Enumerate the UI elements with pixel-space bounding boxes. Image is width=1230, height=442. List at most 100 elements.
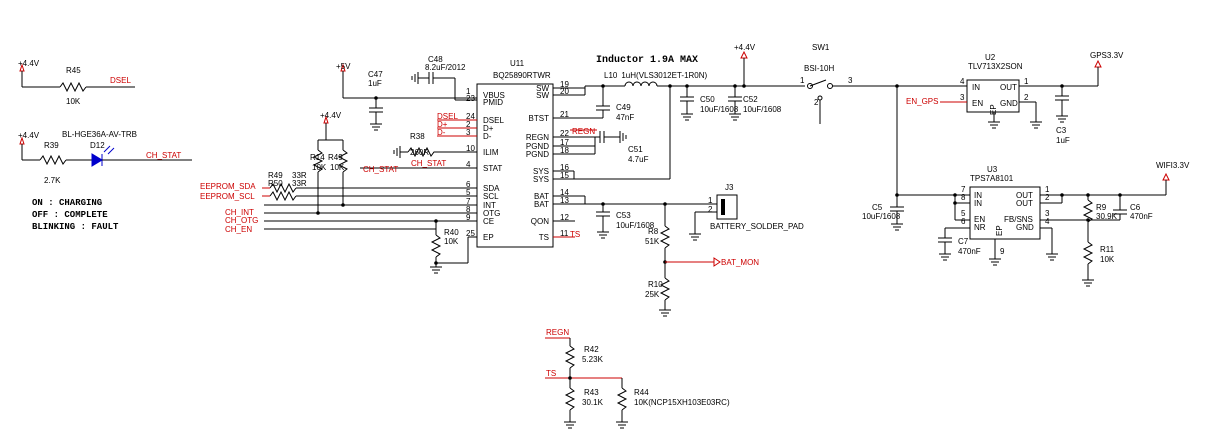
rail-gps-label: GPS3.3V: [1090, 51, 1124, 60]
net-eeprom-scl-label: EEPROM_SCL: [200, 192, 255, 201]
sw1-block: SW1 BSI-10H 1 3 2: [800, 43, 960, 124]
r38-ref: R38: [410, 132, 425, 141]
u3-pin-gnd: GND: [1016, 223, 1034, 232]
r50-value: 33R: [292, 179, 307, 188]
r45-ref: R45: [66, 66, 81, 75]
u11-pin-name: CE: [483, 217, 494, 226]
r11-ref: R11: [1100, 245, 1115, 254]
u2-ldo-ic: U2 TLV713X2SON IN EN OUT GND 4 3 1 2 EP …: [906, 53, 1098, 129]
battery-block: C53 10uF/1608 J3 BATTERY_SOLDER_PAD 1 2 …: [553, 183, 804, 317]
usb-detect-nets: DSEL D+ D-: [437, 112, 477, 137]
r45-value: 10K: [66, 97, 81, 106]
r43-value: 30.1K: [582, 398, 604, 407]
net-ch-stat-label-2: CH_STAT: [411, 159, 446, 168]
c49-value: 47nF: [616, 113, 634, 122]
r44-value: 10K(NCP15XH103E03RC): [634, 398, 730, 407]
u2-ref: U2: [985, 53, 996, 62]
status-led-block: +4.4V R39 2.7K D12 BL-HGE36A-AV-TRB CH_S…: [18, 130, 192, 185]
u3-pin-ep: EP: [995, 225, 1004, 236]
u2-pin-en-num: 3: [960, 93, 965, 102]
u11-pin-number: 8: [466, 205, 471, 214]
c6-value: 470nF: [1130, 212, 1153, 221]
u3-input-bus: C5 10uF/1608: [862, 84, 970, 231]
u11-pin-name: OTG: [483, 209, 500, 218]
r9-value: 30.9K: [1096, 212, 1118, 221]
u11-pin-number: 19: [560, 80, 569, 89]
u11-pin-name: SDA: [483, 184, 500, 193]
u11-pin-number: 11: [560, 229, 569, 238]
u11-pin-number: 24: [466, 112, 475, 121]
net-dminus-label: D-: [437, 128, 446, 137]
j3-pin1: 1: [708, 196, 713, 205]
c5-ref: C5: [872, 203, 883, 212]
u11-pin-number: 7: [466, 197, 471, 206]
u11-pin-name: REGN: [526, 133, 549, 142]
c7-value: 470nF: [958, 247, 981, 256]
u3-pin-in1: IN: [974, 191, 982, 200]
u11-pin-name: QON: [531, 217, 549, 226]
c51-ref: C51: [628, 145, 643, 154]
c3-value: 1uF: [1056, 136, 1070, 145]
u11-left-pins: VBUS1PMID23DSEL24D+2D-3ILIM10STAT4SDA6SC…: [466, 87, 505, 242]
c47-value: 1uF: [368, 79, 382, 88]
sw1-pin3: 3: [848, 76, 853, 85]
net-ts-label: TS: [570, 230, 580, 239]
inductor-note: Inductor 1.9A MAX: [596, 54, 698, 66]
u11-pin-number: 1: [466, 87, 471, 96]
u3-pin-in2: IN: [974, 199, 982, 208]
rail-wifi-label: WIFI3.3V: [1156, 161, 1190, 170]
u3-num-1: 1: [1045, 185, 1050, 194]
u11-pin-name: EP: [483, 233, 494, 242]
u3-num-8: 8: [961, 193, 966, 202]
u3-num-2: 2: [1045, 193, 1050, 202]
u3-num-9: 9: [1000, 247, 1005, 256]
u11-pin-name: D-: [483, 132, 492, 141]
net-ch-otg-label: CH_OTG: [225, 216, 258, 225]
r40-value: 10K: [444, 237, 459, 246]
u3-num-5: 5: [961, 209, 966, 218]
u11-pin-name: SW: [536, 84, 549, 93]
i2c-block: EEPROM_SDA EEPROM_SCL R49 R50 33R 33R: [200, 171, 477, 202]
c7-ref: C7: [958, 237, 969, 246]
j3-ref: J3: [725, 183, 734, 192]
u3-pin-out2: OUT: [1016, 199, 1033, 208]
net-ch-stat-label: CH_STAT: [363, 165, 398, 174]
u11-charger-ic: U11 BQ25890RTWR VBUS1PMID23DSEL24D+2D-3I…: [466, 59, 570, 248]
sw1-value: BSI-10H: [804, 64, 834, 73]
u11-pin-name: STAT: [483, 164, 502, 173]
u11-pin-name: PGND: [526, 150, 549, 159]
ch-stat-net: CH_STAT CH_STAT: [360, 159, 477, 174]
u11-pin-number: 13: [560, 196, 569, 205]
u11-pin-number: 20: [560, 87, 569, 96]
u3-ldo-ic: U3 TPS7A8101 IN IN EN NR OUT OUT FB/SNS …: [938, 165, 1050, 266]
u11-pin-number: 16: [560, 163, 569, 172]
status-note-3: BLINKING : FAULT: [32, 222, 119, 232]
net-ch-en-label: CH_EN: [225, 225, 252, 234]
r42-ref: R42: [584, 345, 599, 354]
u2-pin-gnd-num: 2: [1024, 93, 1029, 102]
u11-pin-name: TS: [539, 233, 549, 242]
c53-ref: C53: [616, 211, 631, 220]
c3-block: C3 1uF GPS3.3V: [1055, 51, 1124, 145]
u11-pin-name: BAT: [534, 200, 549, 209]
u3-pin-nr: NR: [974, 223, 986, 232]
rail-v44-label: +4.4V: [320, 111, 342, 120]
r38-value: 260R: [410, 148, 429, 157]
sw1-pin2: 2: [814, 98, 819, 107]
regn-block: REGN C51 4.7uF: [553, 127, 649, 164]
r8-ref: R8: [648, 227, 659, 236]
c47-ref: C47: [368, 70, 383, 79]
r44-ref: R44: [634, 388, 649, 397]
u11-pin-number: 17: [560, 138, 569, 147]
j3-value: BATTERY_SOLDER_PAD: [710, 222, 804, 231]
u2-pin-gnd: GND: [1000, 99, 1018, 108]
c48-value: 8.2uF/2012: [425, 63, 466, 72]
r10-ref: R10: [648, 280, 663, 289]
u11-part: BQ25890RTWR: [493, 71, 551, 80]
r49-value: 33R: [292, 171, 307, 180]
u11-pin-number: 4: [466, 160, 471, 169]
u11-pin-name: BAT: [534, 192, 549, 201]
u11-pin-name: VBUS: [483, 91, 505, 100]
